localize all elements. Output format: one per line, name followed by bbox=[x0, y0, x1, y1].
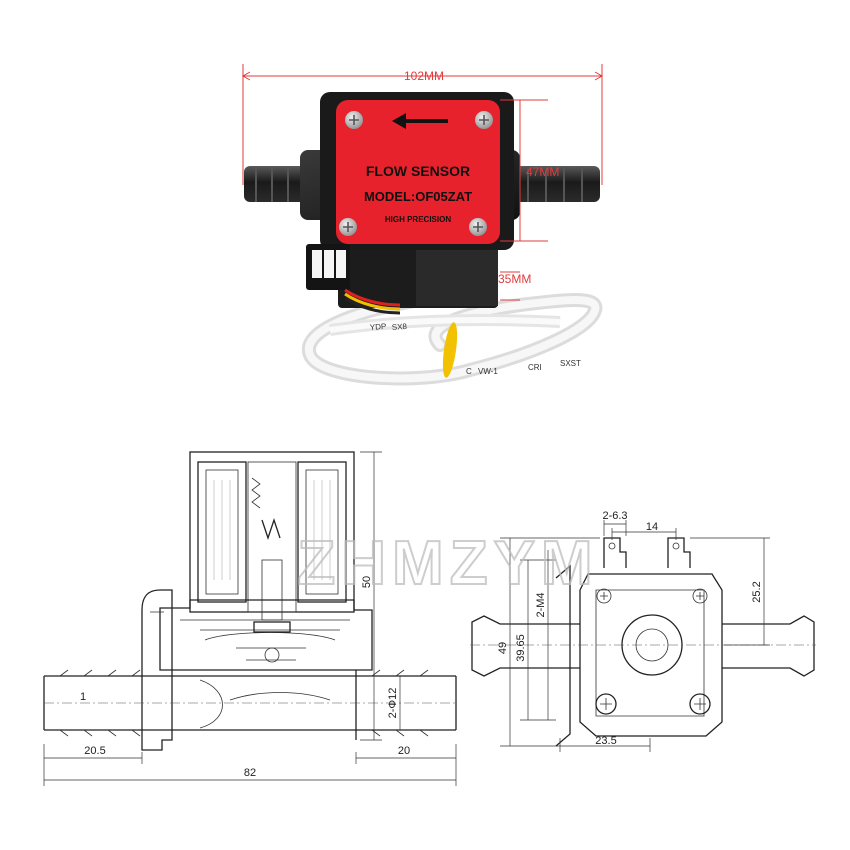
red-label-plate: FLOW SENSOR MODEL:OF05ZAT HIGH PRECISION bbox=[336, 100, 500, 244]
flow-direction-arrow-icon bbox=[392, 113, 406, 129]
valve-body bbox=[159, 599, 373, 671]
label-sub: HIGH PRECISION bbox=[385, 215, 451, 224]
dim-depth: 35MM bbox=[498, 272, 531, 286]
cable-print-3: VW-1 bbox=[478, 367, 498, 376]
photo-dimension-lines bbox=[241, 64, 604, 301]
terminal-tab bbox=[667, 537, 691, 568]
dim-bottom: 23.5 bbox=[595, 735, 616, 747]
label-title: FLOW SENSOR bbox=[366, 163, 470, 179]
dim-upper: 25.2 bbox=[751, 581, 763, 602]
dim-screw: 2-M4 bbox=[535, 592, 547, 617]
watermark: ZHMZYM bbox=[297, 529, 598, 598]
dim-bore: 2-Φ12 bbox=[387, 688, 399, 719]
dim-inner-h: 39.65 bbox=[515, 634, 527, 662]
sensor-photo: YDP SX8 VW-1 C CRI SXST bbox=[241, 64, 604, 386]
dim-left: 20.5 bbox=[84, 745, 105, 757]
left-flange bbox=[141, 589, 173, 751]
right-barb-fitting bbox=[510, 166, 600, 202]
dim-side-height: 50 bbox=[361, 576, 373, 588]
dim-tab-width: 2-6.3 bbox=[602, 510, 627, 522]
cable-print-6: SXST bbox=[560, 359, 581, 368]
spring-icon bbox=[251, 477, 261, 509]
dim-tab-spacing: 14 bbox=[646, 521, 658, 533]
front-body bbox=[579, 573, 723, 737]
screw-icon bbox=[596, 588, 612, 604]
dim-height: 47MM bbox=[526, 165, 559, 179]
front-right-barb bbox=[722, 615, 815, 677]
front-view-drawing: 2-6.3 14 25.2 2-M4 49 39.65 23.5 bbox=[470, 510, 816, 752]
dim-length: 102MM bbox=[404, 69, 444, 83]
screw-icon bbox=[595, 693, 617, 715]
dim-total-length: 82 bbox=[244, 767, 256, 779]
screw-icon bbox=[689, 693, 711, 715]
cable-print-2: SX8 bbox=[392, 322, 408, 332]
cable-print-5: CRI bbox=[528, 363, 542, 372]
front-left-barb bbox=[471, 615, 580, 677]
dim-total-h: 49 bbox=[497, 642, 509, 654]
screw-icon bbox=[692, 588, 708, 604]
cable-print-1: YDP bbox=[370, 322, 387, 332]
connector bbox=[306, 244, 401, 315]
label-one: 1 bbox=[80, 691, 86, 703]
dim-right: 20 bbox=[398, 745, 410, 757]
label-model: MODEL:OF05ZAT bbox=[364, 189, 472, 204]
side-section-drawing: 1 50 2-Φ12 20.5 20 82 bbox=[43, 451, 457, 786]
cable-print-4: C bbox=[466, 367, 472, 376]
terminal-tab bbox=[603, 537, 627, 568]
